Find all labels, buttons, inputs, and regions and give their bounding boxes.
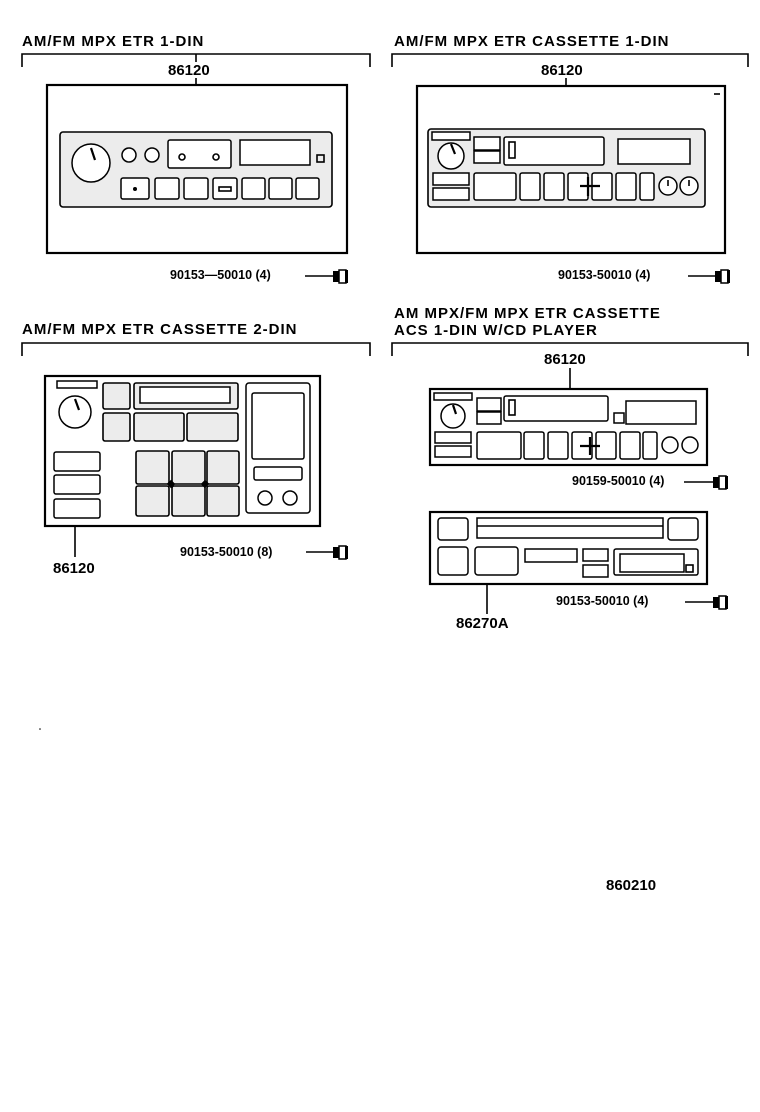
section-4-title-line-2: ACS 1-DIN W/CD PLAYER	[394, 322, 598, 339]
radio-1din-drawing	[45, 83, 349, 255]
section-1-title: AM/FM MPX ETR 1-DIN	[22, 33, 205, 50]
section-2-part-number: 86120	[541, 62, 583, 79]
section-1-screw-callout: 90153—50010 (4)	[170, 268, 271, 282]
radio-cassette-1din-drawing	[415, 84, 727, 255]
section-4-screw-callout: 90159-50010 (4)	[572, 474, 665, 488]
section-2-title: AM/FM MPX ETR CASSETTE 1-DIN	[394, 33, 670, 50]
section-4-title-line-1: AM MPX/FM MPX ETR CASSETTE	[394, 305, 661, 322]
section-3-screw-callout: 90153-50010 (8)	[180, 545, 273, 559]
section-4-part-number: 86120	[544, 351, 586, 368]
cd-player-screw-callout: 90153-50010 (4)	[556, 594, 649, 608]
section-4-bracket	[391, 342, 749, 388]
section-3-title: AM/FM MPX ETR CASSETTE 2-DIN	[22, 321, 298, 338]
cd-player-drawing	[428, 510, 709, 614]
cd-player-part-number: 86270A	[456, 615, 509, 632]
section-1-bracket	[21, 53, 371, 85]
diagram-reference-number: 860210	[606, 877, 657, 894]
section-2-screw-callout: 90153-50010 (4)	[558, 268, 651, 282]
radio-cassette-2din-drawing	[43, 374, 322, 557]
screw-2	[688, 269, 730, 284]
screw-1	[305, 269, 348, 284]
screw-3	[306, 545, 348, 560]
section-2-bracket	[391, 53, 749, 86]
section-1-part-number: 86120	[168, 62, 210, 79]
screw-5	[685, 595, 728, 610]
section-3-bracket	[21, 342, 371, 356]
section-3-part-number: 86120	[53, 560, 95, 577]
radio-cassette-acs-drawing	[428, 387, 709, 467]
screw-4	[684, 475, 728, 490]
